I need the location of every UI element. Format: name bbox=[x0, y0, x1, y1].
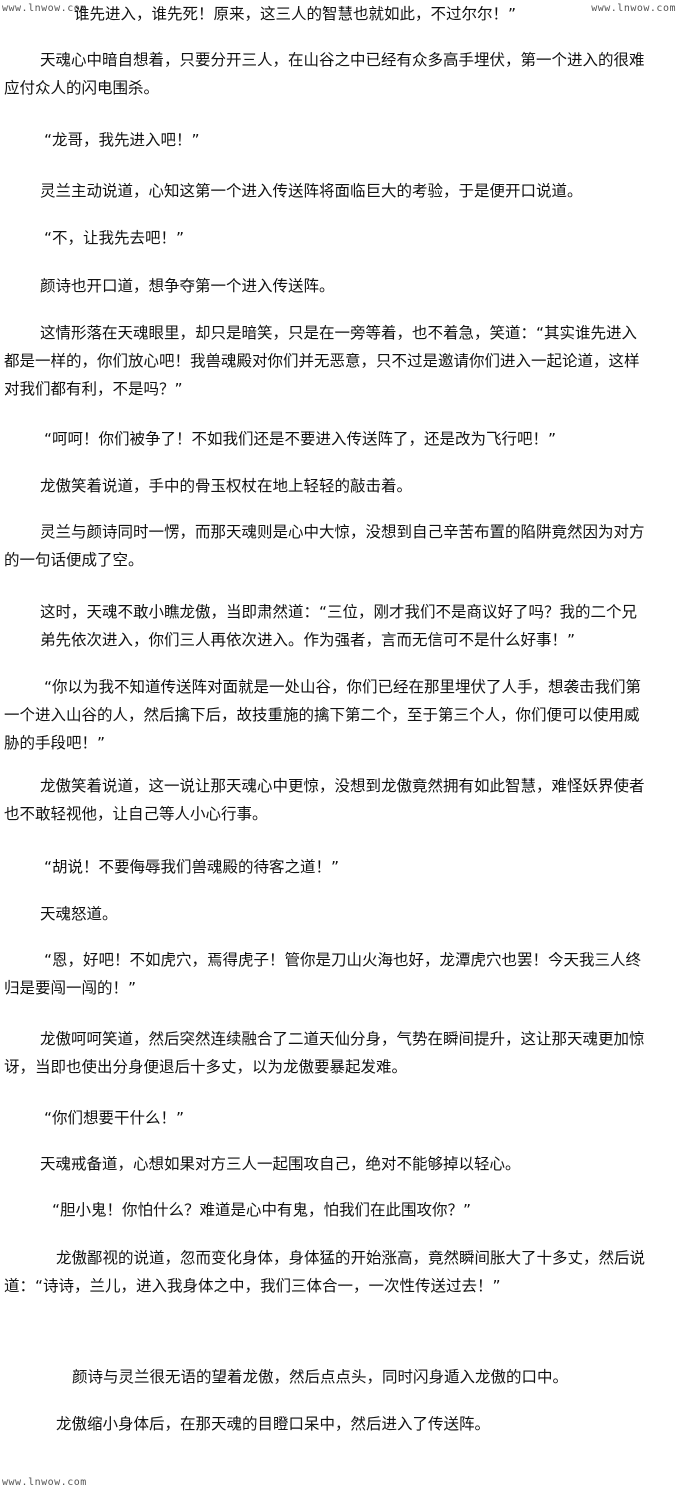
text-line: 胁的手段吧！” bbox=[4, 734, 106, 752]
text-line: 天魂戒备道，心想如果对方三人一起围攻自己，绝对不能够掉以轻心。 bbox=[40, 1155, 521, 1173]
text-line: 对我们都有利，不是吗？” bbox=[4, 380, 183, 398]
paragraph: 天魂怒道。 bbox=[40, 900, 118, 928]
paragraph: 天魂戒备道，心想如果对方三人一起围攻自己，绝对不能够掉以轻心。 bbox=[40, 1150, 521, 1178]
text-line: 龙傲笑着说道，这一说让那天魂心中更惊，没想到龙傲竟然拥有如此智慧，难怪妖界使者 bbox=[40, 777, 645, 795]
text-line: “呵呵！你们被争了！不如我们还是不要进入传送阵了，还是改为飞行吧！” bbox=[44, 430, 557, 448]
paragraph: “不，让我先去吧！” bbox=[44, 224, 184, 252]
text-line: “胆小鬼！你怕什么？难道是心中有鬼，怕我们在此围攻你？” bbox=[52, 1201, 472, 1219]
text-line: 天魂怒道。 bbox=[40, 905, 118, 923]
paragraph: 龙傲鄙视的说道，忽而变化身体，身体猛的开始涨高，竟然瞬间胀大了十多丈，然后说 道… bbox=[0, 1244, 680, 1300]
text-line: 道：“诗诗，兰儿，进入我身体之中，我们三体合一，一次性传送过去！” bbox=[4, 1277, 501, 1295]
paragraph: 龙傲笑着说道，手中的骨玉权杖在地上轻轻的敲击着。 bbox=[40, 472, 412, 500]
paragraph: 颜诗也开口道，想争夺第一个进入传送阵。 bbox=[40, 272, 335, 300]
paragraph: “龙哥，我先进入吧！” bbox=[44, 126, 200, 154]
text-line: 归是要闯一闯的！” bbox=[4, 979, 137, 997]
watermark-top-left: www.lnwow.com bbox=[2, 3, 87, 14]
text-line: 都是一样的，你们放心吧！我兽魂殿对你们并无恶意，只不过是邀请你们进入一起论道，这… bbox=[4, 352, 640, 370]
text-line: 的一句话便成了空。 bbox=[4, 551, 144, 569]
text-line: 弟先依次进入，你们三人再依次进入。作为强者，言而无信可不是什么好事！” bbox=[40, 631, 576, 649]
text-line: 灵兰与颜诗同时一愣，而那天魂则是心中大惊，没想到自己辛苦布置的陷阱竟然因为对方 bbox=[40, 523, 645, 541]
text-line: 龙傲笑着说道，手中的骨玉权杖在地上轻轻的敲击着。 bbox=[40, 477, 413, 495]
text-line: 灵兰主动说道，心知这第一个进入传送阵将面临巨大的考验，于是便开口说道。 bbox=[40, 182, 583, 200]
paragraph: 灵兰与颜诗同时一愣，而那天魂则是心中大惊，没想到自己辛苦布置的陷阱竟然因为对方 … bbox=[0, 518, 680, 574]
paragraph: “恩，好吧！不如虎穴，焉得虎子！管你是刀山火海也好，龙潭虎穴也罢！今天我三人终 … bbox=[0, 946, 680, 1002]
paragraph: 灵兰主动说道，心知这第一个进入传送阵将面临巨大的考验，于是便开口说道。 bbox=[40, 177, 583, 205]
text-line: 谁先进入，谁先死！原来，这三人的智慧也就如此，不过尔尔！” bbox=[74, 5, 517, 23]
paragraph: 龙傲笑着说道，这一说让那天魂心中更惊，没想到龙傲竟然拥有如此智慧，难怪妖界使者 … bbox=[0, 772, 680, 828]
text-line: “你以为我不知道传送阵对面就是一处山谷，你们已经在那里埋伏了人手，想袭击我们第 bbox=[44, 678, 642, 696]
text-line: 一个进入山谷的人，然后擒下后，故技重施的擒下第二个，至于第三个人，你们便可以使用… bbox=[4, 706, 640, 724]
paragraph: 龙傲呵呵笑道，然后突然连续融合了二道天仙分身，气势在瞬间提升，这让那天魂更加惊 … bbox=[0, 1025, 680, 1081]
text-line: “胡说！不要侮辱我们兽魂殿的待客之道！” bbox=[44, 858, 340, 876]
text-line: “不，让我先去吧！” bbox=[44, 229, 185, 247]
paragraph: 颜诗与灵兰很无语的望着龙傲，然后点点头，同时闪身遁入龙傲的口中。 bbox=[72, 1363, 568, 1391]
text-line: 龙傲呵呵笑道，然后突然连续融合了二道天仙分身，气势在瞬间提升，这让那天魂更加惊 bbox=[40, 1030, 645, 1048]
paragraph: “胡说！不要侮辱我们兽魂殿的待客之道！” bbox=[44, 853, 339, 881]
text-line: 龙傲鄙视的说道，忽而变化身体，身体猛的开始涨高，竟然瞬间胀大了十多丈，然后说 bbox=[56, 1249, 646, 1267]
text-line: 颜诗与灵兰很无语的望着龙傲，然后点点头，同时闪身遁入龙傲的口中。 bbox=[72, 1368, 569, 1386]
paragraph: 这情形落在天魂眼里，却只是暗笑，只是在一旁等着，也不着急，笑道：“其实谁先进入 … bbox=[0, 319, 680, 403]
paragraph: “呵呵！你们被争了！不如我们还是不要进入传送阵了，还是改为飞行吧！” bbox=[44, 425, 556, 453]
text-line: 颜诗也开口道，想争夺第一个进入传送阵。 bbox=[40, 277, 335, 295]
text-line: “恩，好吧！不如虎穴，焉得虎子！管你是刀山火海也好，龙潭虎穴也罢！今天我三人终 bbox=[44, 951, 642, 969]
text-line: 这情形落在天魂眼里，却只是暗笑，只是在一旁等着，也不着急，笑道：“其实谁先进入 bbox=[40, 324, 638, 342]
paragraph: 龙傲缩小身体后，在那天魂的目瞪口呆中，然后进入了传送阵。 bbox=[56, 1410, 490, 1438]
watermark-bottom-left: www.lnwow.com bbox=[2, 1477, 87, 1488]
watermark-top-right: www.lnwow.com bbox=[591, 3, 676, 14]
text-line: 龙傲缩小身体后，在那天魂的目瞪口呆中，然后进入了传送阵。 bbox=[56, 1415, 491, 1433]
text-line: 应付众人的闪电围杀。 bbox=[4, 79, 160, 97]
paragraph: “你以为我不知道传送阵对面就是一处山谷，你们已经在那里埋伏了人手，想袭击我们第 … bbox=[0, 673, 680, 757]
text-line: 这时，天魂不敢小瞧龙傲，当即肃然道：“三位，刚才我们不是商议好了吗？我的二个兄 bbox=[40, 603, 638, 621]
paragraph: “你们想要干什么！” bbox=[44, 1104, 184, 1132]
paragraph: “胆小鬼！你怕什么？难道是心中有鬼，怕我们在此围攻你？” bbox=[52, 1196, 471, 1224]
text-line: “龙哥，我先进入吧！” bbox=[44, 131, 200, 149]
text-line: “你们想要干什么！” bbox=[44, 1109, 185, 1127]
paragraph: 这时，天魂不敢小瞧龙傲，当即肃然道：“三位，刚才我们不是商议好了吗？我的二个兄 … bbox=[0, 598, 680, 654]
text-line: 也不敢轻视他，让自己等人小心行事。 bbox=[4, 805, 268, 823]
text-line: 天魂心中暗自想着，只要分开三人，在山谷之中已经有众多高手埋伏，第一个进入的很难 bbox=[40, 51, 645, 69]
paragraph: 天魂心中暗自想着，只要分开三人，在山谷之中已经有众多高手埋伏，第一个进入的很难 … bbox=[0, 46, 680, 102]
paragraph: 谁先进入，谁先死！原来，这三人的智慧也就如此，不过尔尔！” bbox=[74, 0, 554, 28]
text-line: 讶，当即也使出分身便退后十多丈，以为龙傲要暴起发难。 bbox=[4, 1058, 408, 1076]
